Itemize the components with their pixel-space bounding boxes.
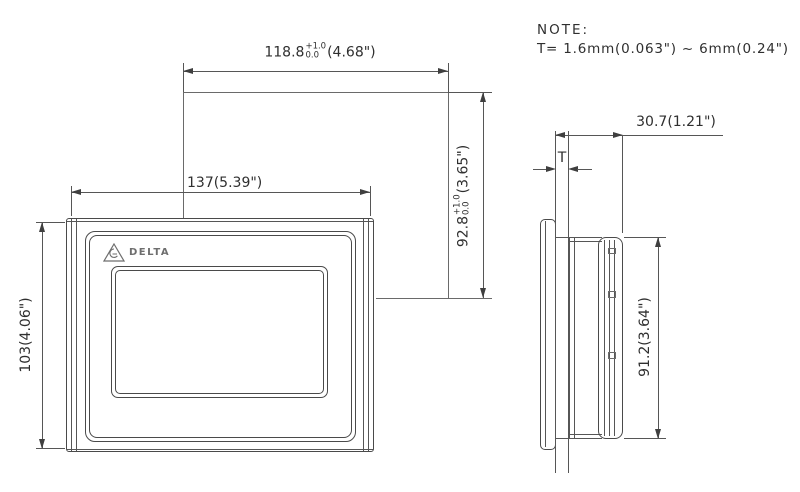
front-view-outer-frame	[66, 218, 374, 452]
side-back-cover-line-c	[614, 240, 615, 436]
dim-cutout-height-arrow-bottom	[480, 288, 486, 298]
cutout-bottom-edge	[376, 298, 492, 299]
dim-panel-height-arrow-top	[39, 222, 45, 232]
front-frame-top-inner-line	[67, 221, 373, 222]
side-body-bottom-inner-line	[569, 434, 602, 435]
side-body-top-inner-line	[569, 241, 602, 242]
delta-logo-text: DELTA	[129, 247, 171, 258]
dim-panel-width-ext-left	[71, 186, 72, 216]
dim-panel-height-label: 103(4.06")	[18, 297, 34, 373]
dim-depth-line	[555, 135, 723, 136]
cutout-right-edge	[448, 92, 449, 298]
note-body: T= 1.6mm(0.063") ~ 6mm(0.24")	[537, 41, 789, 57]
dim-depth-label: 30.7(1.21")	[636, 114, 716, 130]
touch-screen-outer	[111, 266, 328, 398]
side-bezel-inner-line	[545, 221, 546, 447]
dim-inch: (3.65")	[456, 144, 472, 194]
dim-cutout-height-line	[483, 92, 484, 298]
side-back-cover-line-b	[609, 240, 610, 436]
dim-panel-width-ext-right	[370, 186, 371, 216]
dim-body-height-ext-bottom	[624, 438, 666, 439]
dim-wall-thickness-arrow-right	[568, 166, 578, 172]
dim-panel-height-arrow-bottom	[39, 439, 45, 449]
cutout-top-edge	[183, 92, 448, 93]
dim-wall-thickness-tail-left	[533, 169, 547, 170]
front-frame-left-line-a	[71, 219, 72, 451]
dim-depth-arrow-right	[613, 132, 623, 138]
cutout-left-edge	[183, 92, 184, 218]
side-body-top-line	[556, 237, 602, 238]
front-bezel-inner	[89, 235, 352, 438]
dim-panel-width-arrow-left	[71, 189, 81, 195]
dim-body-height-label: 91.2(3.64")	[637, 297, 653, 377]
front-frame-bottom-inner-line	[67, 449, 373, 450]
dim-cutout-width-arrow-left	[183, 68, 193, 74]
side-bezel	[540, 219, 556, 450]
dim-inch: (4.68")	[327, 45, 376, 61]
dim-panel-width-arrow-right	[360, 189, 370, 195]
delta-triangle-icon	[103, 243, 125, 262]
dim-cutout-width-arrow-right	[438, 68, 448, 74]
dim-panel-height-line	[42, 222, 43, 449]
dim-wall-thickness-arrow-left	[546, 166, 556, 172]
mounting-wall-front-line	[555, 131, 556, 473]
side-clip-bottom	[608, 352, 616, 359]
dim-depth-ext-line	[622, 135, 623, 233]
side-back-cover	[598, 237, 623, 439]
dim-body-height-arrow-bottom	[655, 429, 661, 439]
front-frame-right-line-a	[363, 219, 364, 451]
tol-minus: 0.0	[462, 201, 472, 216]
tol-minus: 0.0	[305, 51, 319, 61]
dim-cutout-width-ext-left	[183, 63, 184, 92]
touch-screen-inner	[115, 270, 324, 394]
side-body-front-line	[569, 237, 570, 438]
tol-plus: +1.0	[305, 41, 327, 52]
front-bezel-outer	[85, 231, 356, 442]
front-frame-left-line-b	[76, 219, 77, 451]
side-back-cover-line-a	[604, 240, 605, 436]
dim-value: 92.8	[456, 216, 472, 248]
dim-cutout-width-ext-right	[448, 63, 449, 92]
front-frame-right-line-b	[368, 219, 369, 451]
side-clip-top	[608, 248, 616, 254]
delta-logo: DELTA	[103, 243, 170, 262]
side-body-bottom-line	[556, 438, 602, 439]
dim-wall-thickness-label: T	[557, 150, 567, 166]
dim-cutout-height-ext-top	[448, 92, 492, 93]
dim-cutout-height-arrow-top	[480, 92, 486, 102]
dim-body-height-arrow-top	[655, 237, 661, 247]
dim-depth-arrow-left	[555, 132, 565, 138]
dim-value: 118.8	[264, 45, 305, 61]
side-body-inner-line	[574, 237, 575, 438]
dim-panel-width-label: 137(5.39")	[187, 175, 263, 191]
dim-panel-height-ext-top	[36, 222, 65, 223]
dim-cutout-width-line	[183, 71, 448, 72]
dim-body-height-line	[658, 237, 659, 439]
dim-panel-width-line	[71, 192, 370, 193]
dim-wall-thickness-tail-right	[577, 169, 592, 170]
dim-body-height-ext-top	[624, 237, 666, 238]
dim-panel-height-ext-bottom	[36, 448, 65, 449]
mounting-wall-back-line	[568, 131, 569, 473]
note-title: NOTE:	[537, 22, 590, 38]
side-clip-middle	[608, 291, 616, 298]
